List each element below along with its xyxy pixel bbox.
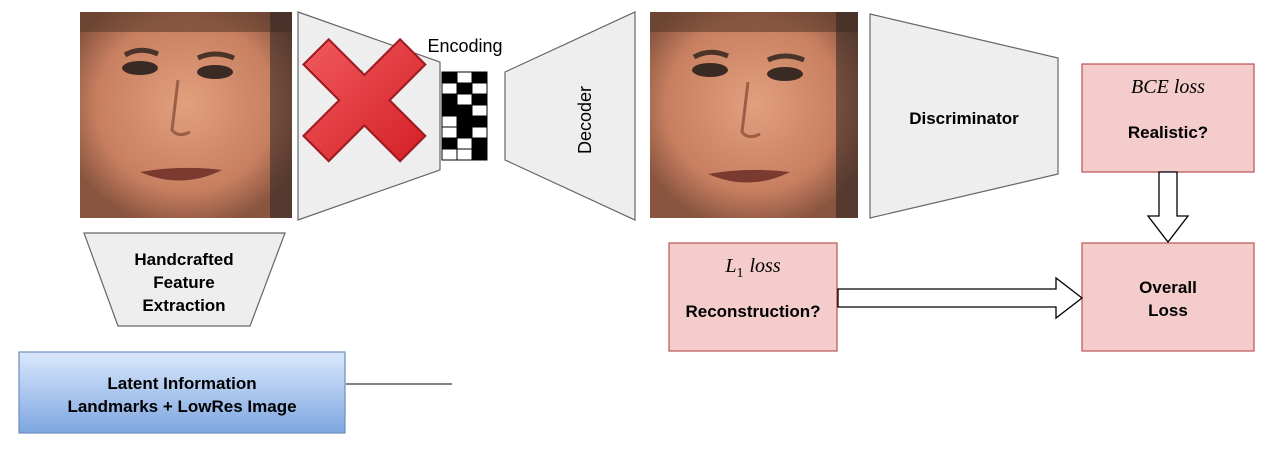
encoding-cell [441,82,458,95]
latent-to-encoding-arrow [346,383,452,385]
discriminator-label: Discriminator [909,109,1019,128]
input-face-photo [80,12,292,218]
encoding-cell [471,82,488,95]
bce-loss-box: BCE loss Realistic? [1081,63,1255,173]
encoding-cell [441,115,458,128]
encoding-cell [471,104,488,117]
encoding-cell [441,148,458,161]
encoding-cell [471,115,488,128]
down-arrow [1146,171,1190,244]
bce-loss-label: BCE loss [1131,76,1205,98]
encoding-cell [441,93,458,106]
discriminator-shape: Discriminator [869,13,1059,219]
red-cross-icon [302,37,427,163]
realistic-question: Realistic? [1128,123,1208,142]
latent-information-box: Latent Information Landmarks + LowRes Im… [18,351,346,434]
encoding-cell [471,148,488,161]
decoder-shape: Decoder [504,11,636,221]
encoding-cell [471,93,488,106]
encoding-cell [456,71,473,84]
encoding-cell [441,71,458,84]
latent-line1: Latent Information [107,374,256,393]
encoding-cell [456,104,473,117]
encoding-grid-icon [441,71,488,161]
encoding-cell [456,148,473,161]
overall-label-line1: Overall [1139,278,1197,297]
handcrafted-feature-shape: Handcrafted Feature Extraction [83,232,286,327]
encoding-cell [456,115,473,128]
encoding-cell [456,137,473,150]
handcrafted-line3: Extraction [142,296,225,315]
encoding-cell [456,82,473,95]
right-arrow [837,276,1084,320]
overall-loss-box: Overall Loss [1081,242,1255,352]
decoder-label: Decoder [575,86,595,154]
encoding-cell [456,93,473,106]
encoding-cell [471,71,488,84]
reconstruction-question: Reconstruction? [685,302,820,321]
encoding-cell [441,104,458,117]
handcrafted-line2: Feature [153,273,214,292]
encoding-cell [441,137,458,150]
encoding-cell [471,126,488,139]
encoding-cell [456,126,473,139]
encoding-cell [471,137,488,150]
encoding-cell [441,126,458,139]
latent-line2: Landmarks + LowRes Image [67,397,296,416]
overall-label-line2: Loss [1148,301,1188,320]
encoding-label: Encoding [427,36,502,56]
handcrafted-line1: Handcrafted [134,250,233,269]
output-face-photo [650,12,858,218]
